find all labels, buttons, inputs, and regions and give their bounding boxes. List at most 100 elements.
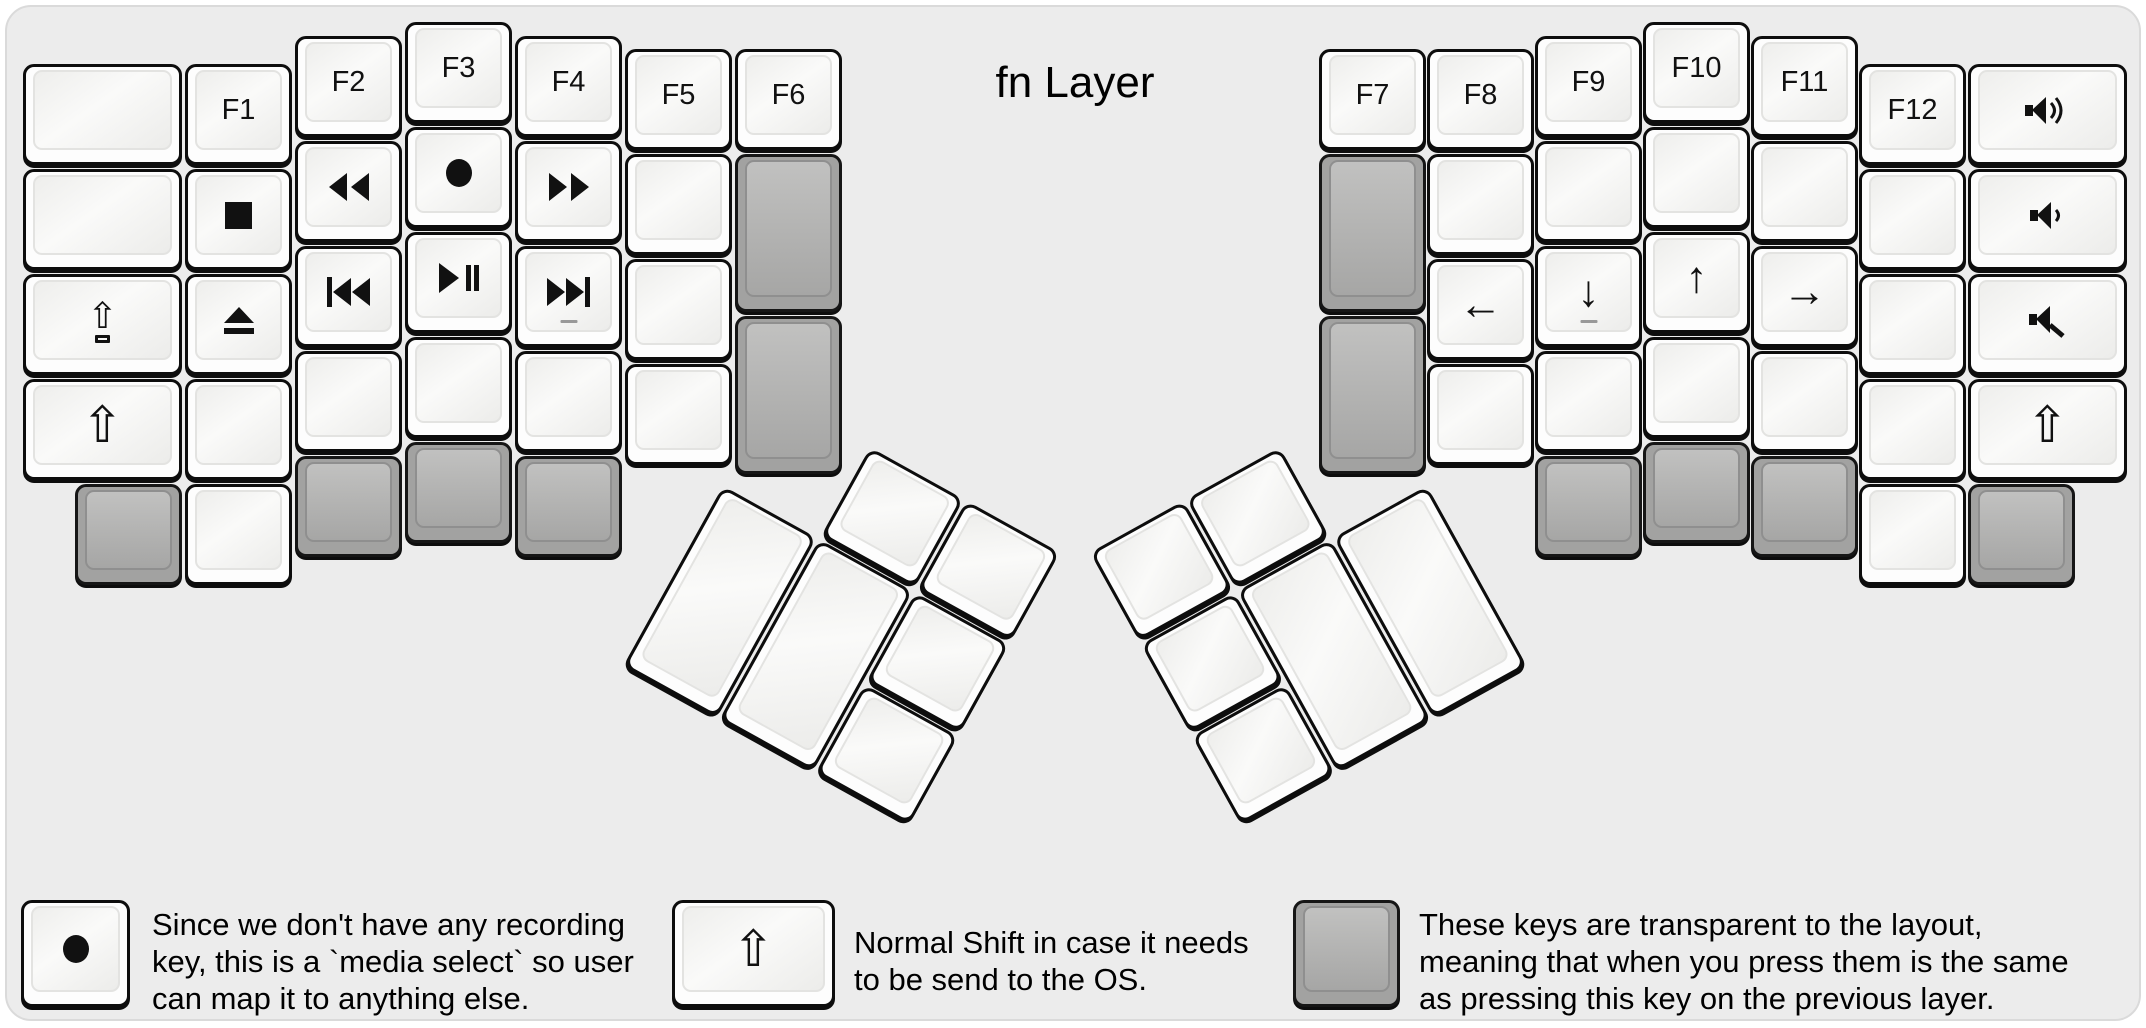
f6-key[interactable]: F6 xyxy=(735,49,842,150)
transparent-key[interactable] xyxy=(735,154,842,312)
blank-key[interactable] xyxy=(1859,379,1966,480)
keycap-top xyxy=(415,448,502,528)
shift-left-key[interactable]: ⇧ xyxy=(23,379,182,480)
f11-key[interactable]: F11 xyxy=(1751,36,1858,137)
keycap-top xyxy=(1545,462,1632,542)
blank-key[interactable] xyxy=(23,64,182,165)
key-label: F10 xyxy=(1671,51,1722,84)
prev-track-key[interactable] xyxy=(295,246,402,347)
keycap-top xyxy=(1329,322,1416,459)
blank-key[interactable] xyxy=(625,154,732,255)
blank-key[interactable] xyxy=(1535,351,1642,452)
f3-key[interactable]: F3 xyxy=(405,22,512,123)
blank-key[interactable] xyxy=(1643,127,1750,228)
keycap-top xyxy=(525,147,612,227)
blank-key[interactable] xyxy=(1643,337,1750,438)
blank-key[interactable] xyxy=(1427,154,1534,255)
blank-key[interactable] xyxy=(295,351,402,452)
f10-key[interactable]: F10 xyxy=(1643,22,1750,123)
fast-forward-key[interactable] xyxy=(515,141,622,242)
blank-key[interactable] xyxy=(1751,141,1858,242)
underscore-mark xyxy=(560,320,577,323)
keycap-top xyxy=(195,490,282,570)
blank-key[interactable] xyxy=(625,364,732,465)
f4-key[interactable]: F4 xyxy=(515,36,622,137)
key-label: F8 xyxy=(1463,78,1498,111)
transparent-key[interactable] xyxy=(1319,154,1426,312)
keycap-top xyxy=(1869,280,1956,360)
eject-key[interactable] xyxy=(185,274,292,375)
blank-key[interactable] xyxy=(405,337,512,438)
arrow-up-key[interactable]: ↑ xyxy=(1643,232,1750,333)
prev-track-icon xyxy=(327,277,370,307)
rewind-key[interactable] xyxy=(295,141,402,242)
blank-key[interactable] xyxy=(1751,351,1858,452)
keycap-top xyxy=(305,357,392,437)
play-pause-key[interactable] xyxy=(405,232,512,333)
arrow-right-key[interactable]: → xyxy=(1751,246,1858,347)
keycap-top xyxy=(1653,448,1740,528)
key-label: F2 xyxy=(331,65,366,98)
f9-key[interactable]: F9 xyxy=(1535,36,1642,137)
blank-key[interactable] xyxy=(185,379,292,480)
blank-key[interactable] xyxy=(1427,364,1534,465)
shift-icon: ⇧ xyxy=(732,921,775,977)
record-key[interactable] xyxy=(405,127,512,228)
volume-up-icon xyxy=(2024,96,2062,124)
keycap-top: F7 xyxy=(1329,55,1416,135)
blank-key[interactable] xyxy=(625,259,732,360)
f7-key[interactable]: F7 xyxy=(1319,49,1426,150)
legend-text-transparent: These keys are transparent to the layout… xyxy=(1419,907,2069,1016)
key-label: F5 xyxy=(661,78,696,111)
stop-key[interactable] xyxy=(185,169,292,270)
keycap-top: F9 xyxy=(1545,42,1632,122)
arrow-down-key[interactable]: ↓ xyxy=(1535,246,1642,347)
record-icon xyxy=(62,935,89,963)
transparent-key[interactable] xyxy=(295,456,402,557)
mute-icon xyxy=(2028,305,2065,338)
volume-down-key[interactable] xyxy=(1968,169,2127,270)
blank-key[interactable] xyxy=(1859,274,1966,375)
transparent-key[interactable] xyxy=(1968,484,2075,585)
keycap-top: ↓ xyxy=(1545,252,1632,332)
f5-key[interactable]: F5 xyxy=(625,49,732,150)
keycap-top xyxy=(195,175,282,255)
transparent-key[interactable] xyxy=(1643,442,1750,543)
volume-up-key[interactable] xyxy=(1968,64,2127,165)
blank-key[interactable] xyxy=(1535,141,1642,242)
keycap-top xyxy=(1653,343,1740,423)
keycap-top xyxy=(1978,70,2117,150)
caps-lock-key[interactable]: ⇧ xyxy=(23,274,182,375)
transparent-key[interactable] xyxy=(405,442,512,543)
transparent-key[interactable] xyxy=(1535,456,1642,557)
blank-key[interactable] xyxy=(1859,484,1966,585)
eject-icon xyxy=(223,306,254,334)
shift-right-key[interactable]: ⇧ xyxy=(1968,379,2127,480)
transparent-key[interactable] xyxy=(1751,456,1858,557)
keycap-top: F1 xyxy=(195,70,282,150)
next-track-key[interactable] xyxy=(515,246,622,347)
keycap-top xyxy=(1329,160,1416,297)
transparent-key[interactable] xyxy=(75,484,182,585)
fast-forward-icon xyxy=(548,173,589,201)
arrow-left-key[interactable]: ← xyxy=(1427,259,1534,360)
legend-sample-key: ⇧ xyxy=(672,900,835,1007)
blank-key[interactable] xyxy=(515,351,622,452)
f12-key[interactable]: F12 xyxy=(1859,64,1966,165)
f2-key[interactable]: F2 xyxy=(295,36,402,137)
keycap-top xyxy=(1197,457,1313,570)
transparent-key[interactable] xyxy=(735,316,842,474)
mute-key[interactable] xyxy=(1968,274,2127,375)
keycap-top xyxy=(745,322,832,459)
f1-key[interactable]: F1 xyxy=(185,64,292,165)
keycap-top: F3 xyxy=(415,28,502,108)
key-label: F1 xyxy=(221,93,256,126)
f8-key[interactable]: F8 xyxy=(1427,49,1534,150)
keycap-top: F10 xyxy=(1653,28,1740,108)
blank-key[interactable] xyxy=(23,169,182,270)
blank-key[interactable] xyxy=(1859,169,1966,270)
transparent-key[interactable] xyxy=(515,456,622,557)
transparent-key[interactable] xyxy=(1319,316,1426,474)
blank-key[interactable] xyxy=(185,484,292,585)
